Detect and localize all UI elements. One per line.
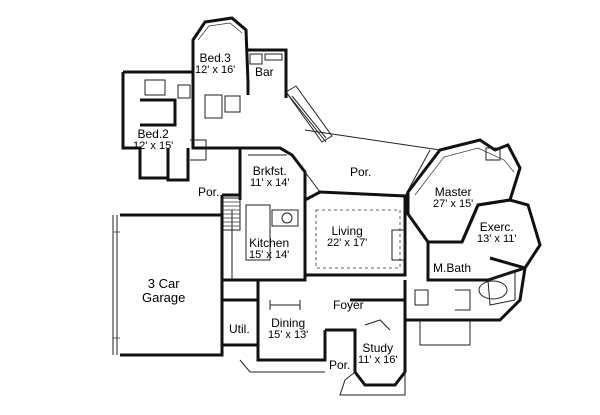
living-name: Living: [331, 224, 363, 238]
master-dims: 27' x 15': [433, 198, 474, 210]
master-label: Master 27' x 15': [433, 186, 473, 210]
foyer-name: Foyer: [333, 298, 364, 312]
kitchen-name: Kitchen: [249, 236, 290, 250]
porch-left-label: Por.: [198, 186, 219, 198]
foyer-label: Foyer: [333, 299, 364, 311]
porch-top-label: Por.: [350, 166, 371, 178]
study-dims: 11' x 16': [358, 354, 398, 366]
garage-name: 3 Car: [147, 276, 180, 291]
master-walls: [406, 138, 522, 244]
exerc-label: Exerc. 13' x 11': [477, 221, 516, 245]
brkfst-label: Brkfst. 11' x 14': [250, 165, 289, 189]
exerc-name: Exerc.: [479, 220, 514, 234]
bed3-label: Bed.3 12' x 16': [195, 52, 235, 76]
porch-left-name: Por.: [198, 185, 220, 199]
garage-name2: Garage: [142, 290, 186, 305]
lower-walls: [220, 280, 471, 396]
dining-dims: 15' x 13': [268, 329, 309, 341]
master-name: Master: [434, 185, 472, 199]
bed3-walls: [191, 16, 250, 100]
util-label: Util.: [229, 323, 250, 335]
porch-top-name: Por.: [350, 165, 372, 179]
mbath-label: M.Bath: [433, 262, 471, 274]
porch-front-name: Por.: [329, 358, 351, 372]
dining-name: Dining: [271, 316, 306, 330]
brkfst-walls: [238, 146, 307, 200]
dining-label: Dining 15' x 13': [268, 317, 308, 341]
brkfst-dims: 11' x 14': [250, 177, 290, 189]
porch-front-label: Por.: [329, 359, 350, 371]
living-dims: 22' x 17': [327, 237, 368, 249]
living-label: Living 22' x 17': [327, 225, 367, 249]
bed3-dims: 12' x 16': [195, 64, 236, 76]
bed2-dims: 12' x 15': [133, 140, 174, 152]
porch-stairs: [285, 85, 333, 143]
kitchen-label: Kitchen 15' x 14': [249, 237, 289, 261]
bar-label: Bar: [255, 66, 274, 78]
exerc-dims: 13' x 11': [477, 233, 517, 245]
bar-walls: [248, 48, 288, 98]
bar-name: Bar: [255, 65, 274, 79]
bed2-walls: [121, 70, 246, 182]
study-name: Study: [362, 341, 394, 355]
brkfst-name: Brkfst.: [252, 164, 287, 178]
living-walls: [222, 190, 410, 277]
garage-label: 3 Car Garage: [142, 277, 185, 305]
study-label: Study 11' x 16': [358, 342, 397, 366]
util-name: Util.: [229, 322, 250, 336]
bed2-name: Bed.2: [137, 127, 169, 141]
mbath-name: M.Bath: [433, 261, 472, 275]
bed2-label: Bed.2 12' x 15': [133, 128, 173, 152]
bed3-name: Bed.3: [199, 51, 231, 65]
kitchen-dims: 15' x 14': [249, 249, 290, 261]
stair-left: [221, 197, 241, 231]
mbath-walls: [403, 242, 527, 322]
